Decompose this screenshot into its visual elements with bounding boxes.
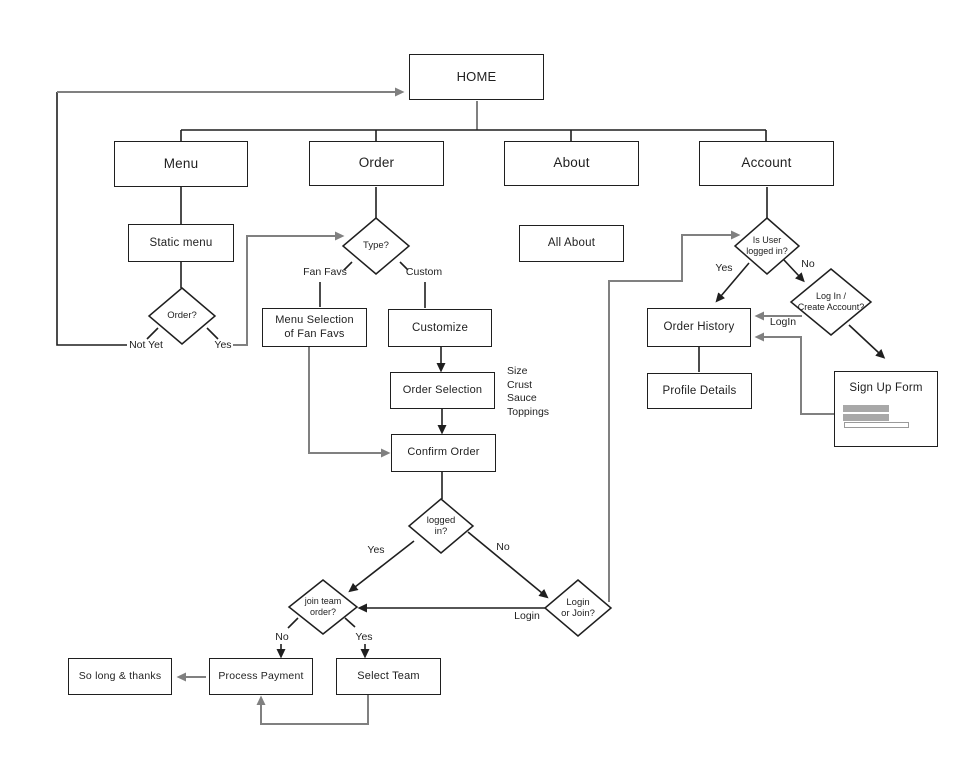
node-confirm-order[interactable]: Confirm Order — [391, 434, 496, 472]
node-order[interactable]: Order — [309, 141, 444, 186]
edge-dash-joinyes — [344, 617, 356, 628]
node-process-payment[interactable]: Process Payment — [209, 658, 313, 695]
node-menu[interactable]: Menu — [114, 141, 248, 187]
select-team-label: Select Team — [357, 669, 420, 682]
form-field-bar — [843, 414, 889, 421]
node-user-logged-q-shape[interactable] — [733, 217, 801, 275]
edge-dash-joinno — [287, 617, 299, 629]
edge-label-not-yet: Not Yet — [129, 339, 163, 351]
edge-logged-yes-arrow — [348, 540, 415, 593]
edge-logged-no-arrow — [467, 531, 549, 599]
type-q-label: Type? — [363, 240, 389, 252]
order-q-label: Order? — [167, 310, 197, 322]
login-create-q-label: Log In / Create Account? — [797, 291, 865, 312]
edge-dash-notyet — [146, 327, 159, 340]
customize-label: Customize — [411, 321, 469, 334]
so-long-label: So long & thanks — [78, 669, 162, 682]
static-menu-label: Static menu — [149, 236, 213, 249]
node-account[interactable]: Account — [699, 141, 834, 186]
account-label: Account — [741, 155, 792, 171]
form-field-bar — [844, 422, 909, 428]
edge-dash-orderyes — [206, 327, 219, 340]
node-all-about[interactable]: All About — [519, 225, 624, 262]
node-home[interactable]: HOME — [409, 54, 544, 100]
all-about-label: All About — [547, 237, 596, 250]
profile-details-label: Profile Details — [662, 384, 737, 397]
join-team-q-label: join team order? — [304, 596, 342, 617]
node-profile-details[interactable]: Profile Details — [647, 373, 752, 409]
edge-label-order-yes: Yes — [214, 339, 232, 351]
node-about[interactable]: About — [504, 141, 639, 186]
edge-create-signup — [848, 324, 886, 359]
order-label: Order — [358, 155, 395, 171]
edge-selectteam-loop — [256, 695, 369, 725]
menu-label: Menu — [163, 155, 199, 171]
edge-label-login-right: LogIn — [769, 316, 797, 328]
process-payment-label: Process Payment — [218, 669, 304, 682]
node-login-create-q-shape[interactable] — [789, 268, 873, 336]
node-static-menu[interactable]: Static menu — [128, 224, 234, 262]
edge-menusel-confirm — [308, 347, 391, 458]
edge-orderyes-loop — [233, 231, 345, 346]
node-customize[interactable]: Customize — [388, 309, 492, 347]
node-order-history[interactable]: Order History — [647, 308, 751, 347]
edge-label-join-yes: Yes — [355, 631, 373, 643]
edge-label-login-bottom: Login — [514, 610, 540, 622]
edge-user-yes-arrow — [715, 262, 750, 303]
node-login-join-q-shape[interactable] — [543, 579, 613, 637]
sign-up-form-label: Sign Up Form — [849, 382, 923, 394]
edge-label-user-yes: Yes — [715, 262, 733, 274]
node-logged-in-q-shape[interactable] — [407, 498, 475, 554]
node-select-team[interactable]: Select Team — [336, 658, 441, 695]
edge-loginjoin-up — [608, 230, 741, 602]
user-logged-q-label: Is User logged in? — [746, 235, 788, 256]
order-history-label: Order History — [663, 321, 735, 334]
edge-dash-custom — [399, 261, 409, 271]
node-type-q-shape[interactable] — [341, 217, 411, 275]
edge-label-logged-no: No — [496, 541, 510, 553]
node-order-selection[interactable]: Order Selection — [390, 372, 495, 409]
order-selection-label: Order Selection — [402, 383, 483, 396]
edge-label-logged-yes: Yes — [367, 544, 385, 556]
logged-in-q-label: logged in? — [426, 514, 456, 537]
form-field-bar — [843, 405, 889, 412]
confirm-order-label: Confirm Order — [407, 446, 480, 459]
edge-dash-fanfavs — [343, 261, 353, 271]
about-label: About — [553, 155, 590, 171]
order-selection-annotation: Size Crust Sauce Toppings — [507, 365, 550, 418]
edge-label-custom: Custom — [405, 266, 443, 278]
node-join-team-q-shape[interactable] — [287, 579, 359, 635]
node-sign-up-form[interactable]: Sign Up Form — [834, 371, 938, 447]
edge-signup-hist — [754, 332, 834, 415]
login-join-q-label: Login or Join? — [561, 596, 595, 619]
edge-label-user-no: No — [801, 258, 815, 270]
home-label: HOME — [456, 68, 497, 84]
edge-label-fan-favs: Fan Favs — [303, 266, 347, 278]
edge-user-no-arrow — [783, 259, 805, 283]
menu-selection-label: Menu Selection of Fan Favs — [275, 313, 354, 340]
edge-label-join-no: No — [275, 631, 289, 643]
node-menu-selection[interactable]: Menu Selection of Fan Favs — [262, 308, 367, 347]
edge-notyet-up — [56, 92, 127, 346]
node-order-q-shape[interactable] — [147, 287, 217, 345]
node-so-long[interactable]: So long & thanks — [68, 658, 172, 695]
